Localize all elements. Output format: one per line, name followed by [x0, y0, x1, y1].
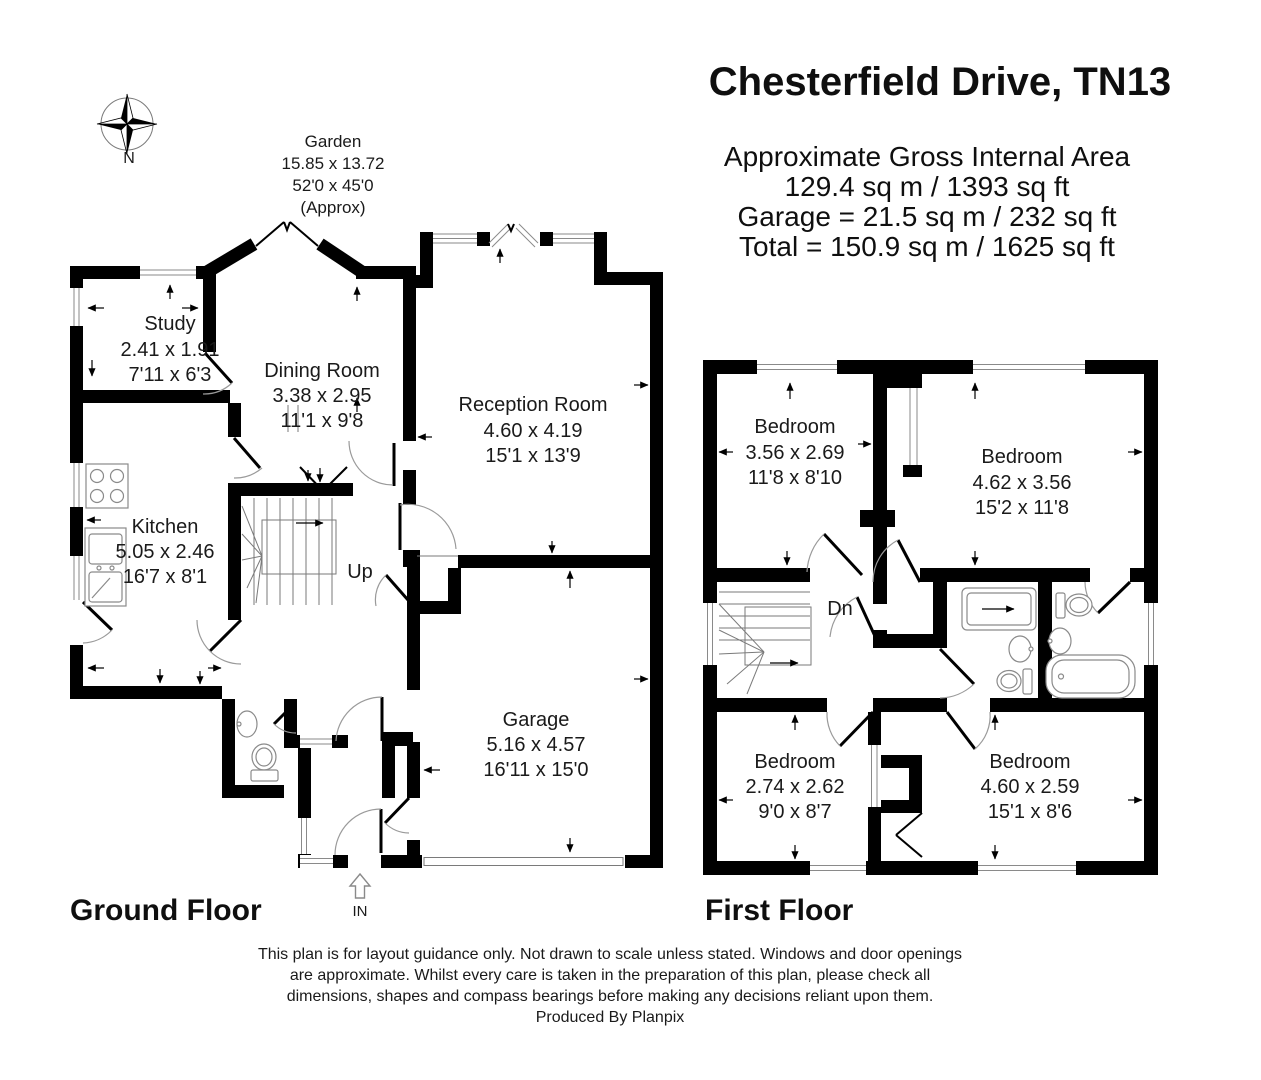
compass-icon: N — [96, 93, 158, 167]
area-heading: Approximate Gross Internal Area — [724, 141, 1131, 172]
room-label-bedroom4: Bedroom 4.60 x 2.59 15'1 x 8'6 — [981, 751, 1080, 823]
room-label-dining: Dining Room 3.38 x 2.95 11'1 x 9'8 — [264, 360, 380, 432]
stove-icon — [85, 463, 129, 509]
svg-text:Reception Room: Reception Room — [459, 394, 608, 416]
shower-toilet-icon — [996, 668, 1033, 695]
svg-text:3.56 x 2.69: 3.56 x 2.69 — [746, 442, 845, 464]
garden-dim-imperial: 52'0 x 45'0 — [292, 176, 373, 195]
svg-text:15'1 x 13'9: 15'1 x 13'9 — [485, 445, 581, 467]
svg-text:Dining Room: Dining Room — [264, 360, 380, 382]
entrance-arrow-icon: IN — [348, 872, 372, 920]
shower-room-fixtures — [961, 587, 1037, 695]
disclaimer-line-4: Produced By Planpix — [536, 1009, 685, 1026]
svg-text:4.62 x 3.56: 4.62 x 3.56 — [973, 472, 1072, 494]
stairs-up-label: Up — [347, 561, 373, 583]
disclaimer-line-3: dimensions, shapes and compass bearings … — [287, 988, 934, 1005]
ground-stairs: Up — [241, 498, 373, 605]
svg-text:Bedroom: Bedroom — [754, 751, 835, 773]
garden-dim-metric: 15.85 x 13.72 — [281, 154, 384, 173]
first-floor-plan: Dn — [703, 360, 1158, 927]
svg-text:7'11 x 6'3: 7'11 x 6'3 — [129, 364, 212, 386]
first-room-labels: Bedroom 3.56 x 2.69 11'8 x 8'10 Bedroom … — [746, 416, 1080, 823]
room-label-study: Study 2.41 x 1.91 7'11 x 6'3 — [121, 313, 220, 386]
svg-text:15'1 x 8'6: 15'1 x 8'6 — [988, 801, 1072, 823]
svg-text:Study: Study — [144, 313, 195, 335]
area-garage: Garage = 21.5 sq m / 232 sq ft — [738, 201, 1117, 232]
room-label-garage: Garage 5.16 x 4.57 16'11 x 15'0 — [483, 709, 588, 781]
svg-text:Kitchen: Kitchen — [132, 516, 199, 538]
room-label-kitchen: Kitchen 5.05 x 2.46 16'7 x 8'1 — [116, 516, 215, 588]
kitchen-sink-icon — [84, 527, 127, 607]
bathtub-icon — [1045, 654, 1136, 699]
svg-text:Bedroom: Bedroom — [981, 446, 1062, 468]
page-title: Chesterfield Drive, TN13 — [709, 60, 1171, 104]
svg-text:5.05 x 2.46: 5.05 x 2.46 — [116, 541, 215, 563]
kitchen-fixtures — [84, 463, 129, 607]
stairs-down-label: Dn — [827, 598, 853, 620]
bathroom-basin-icon — [1047, 627, 1072, 655]
bathroom-fixtures — [1045, 592, 1136, 699]
room-label-bedroom3: Bedroom 2.74 x 2.62 9'0 x 8'7 — [746, 751, 845, 823]
room-label-reception: Reception Room 4.60 x 4.19 15'1 x 13'9 — [459, 394, 608, 467]
room-label-bedroom1: Bedroom 3.56 x 2.69 11'8 x 8'10 — [746, 416, 845, 489]
svg-text:3.38 x 2.95: 3.38 x 2.95 — [273, 385, 372, 407]
svg-text:Garage: Garage — [503, 709, 570, 731]
entrance-label: IN — [353, 903, 368, 920]
svg-text:15'2 x 11'8: 15'2 x 11'8 — [975, 497, 1069, 519]
svg-text:16'11 x 15'0: 16'11 x 15'0 — [483, 759, 588, 781]
area-internal: 129.4 sq m / 1393 sq ft — [785, 171, 1070, 202]
shower-basin-icon — [1008, 635, 1034, 663]
svg-text:Bedroom: Bedroom — [989, 751, 1070, 773]
svg-text:Bedroom: Bedroom — [754, 416, 835, 438]
svg-text:2.74 x 2.62: 2.74 x 2.62 — [746, 776, 845, 798]
garden-label: Garden 15.85 x 13.72 52'0 x 45'0 (Approx… — [281, 132, 384, 217]
disclaimer-line-2: are approximate. Whilst every care is ta… — [290, 967, 930, 984]
wc-basin-icon — [236, 710, 258, 738]
wc-toilet-icon — [250, 743, 279, 782]
ground-dimension-arrows — [86, 248, 649, 853]
svg-text:5.16 x 4.57: 5.16 x 4.57 — [487, 734, 586, 756]
svg-text:4.60 x 4.19: 4.60 x 4.19 — [484, 420, 583, 442]
bathroom-toilet-icon — [1055, 592, 1093, 619]
svg-text:4.60 x 2.59: 4.60 x 2.59 — [981, 776, 1080, 798]
first-floor-label: First Floor — [705, 894, 854, 927]
svg-text:11'1 x 9'8: 11'1 x 9'8 — [281, 410, 364, 432]
area-total: Total = 150.9 sq m / 1625 sq ft — [739, 231, 1115, 262]
svg-text:9'0 x 8'7: 9'0 x 8'7 — [758, 801, 831, 823]
room-label-bedroom2: Bedroom 4.62 x 3.56 15'2 x 11'8 — [973, 446, 1072, 519]
compass-north-label: N — [123, 150, 135, 167]
ground-doors — [81, 351, 457, 856]
ground-floor-plan: Up — [70, 221, 663, 927]
first-stairs: Dn — [718, 591, 853, 695]
svg-text:16'7 x 8'1: 16'7 x 8'1 — [123, 566, 207, 588]
ground-floor-label: Ground Floor — [70, 894, 262, 927]
first-dimension-arrows — [718, 382, 1143, 860]
header: Chesterfield Drive, TN13 Approximate Gro… — [709, 60, 1171, 262]
first-walls — [703, 360, 1158, 875]
wc-fixtures — [236, 710, 279, 782]
disclaimer: This plan is for layout guidance only. N… — [258, 946, 962, 1026]
svg-text:2.41 x 1.91: 2.41 x 1.91 — [121, 339, 220, 361]
ground-walls — [70, 221, 663, 868]
first-doors — [806, 532, 1132, 858]
shower-icon — [961, 587, 1037, 631]
garden-note: (Approx) — [300, 198, 365, 217]
ground-room-labels: Study 2.41 x 1.91 7'11 x 6'3 Dining Room… — [116, 313, 608, 781]
garden-name: Garden — [305, 132, 362, 151]
disclaimer-line-1: This plan is for layout guidance only. N… — [258, 946, 962, 963]
svg-text:11'8 x 8'10: 11'8 x 8'10 — [748, 467, 842, 489]
